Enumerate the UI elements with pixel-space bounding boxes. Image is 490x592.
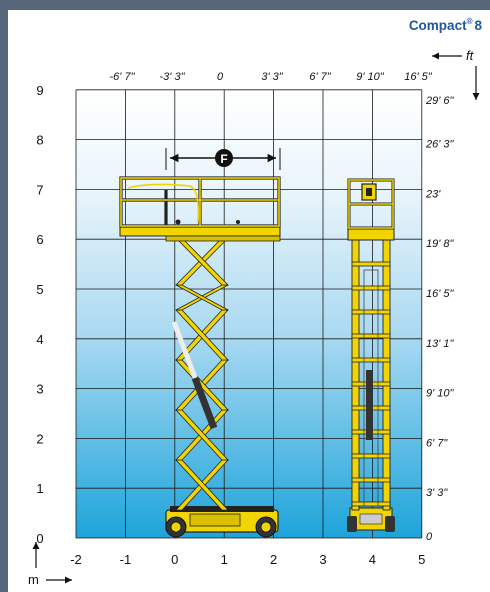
feet-right-tick-label: 9' 10" xyxy=(426,388,455,400)
y-tick-label: 4 xyxy=(36,332,43,347)
feet-right-tick-label: 0 xyxy=(426,531,433,543)
scissor-lift-front-view xyxy=(347,178,395,532)
mast-rung xyxy=(351,261,391,267)
mast-rung xyxy=(351,501,391,507)
dimension-f-label: F xyxy=(220,152,227,166)
x-tick-label: 5 xyxy=(418,552,425,567)
feet-unit-label: ft xyxy=(466,48,475,63)
y-tick-label: 1 xyxy=(36,481,43,496)
x-tick-label: 4 xyxy=(369,552,376,567)
feet-top-tick-label: 0 xyxy=(217,71,224,83)
mast-rung xyxy=(351,453,391,459)
x-tick-label: 2 xyxy=(270,552,277,567)
feet-top-ticks: -6' 7" -3' 3" 0 3' 3" 6' 7" 9' 10" 16' 5" xyxy=(110,71,433,83)
feet-top-tick-label: 9' 10" xyxy=(356,71,385,83)
feet-top-tick-label: 6' 7" xyxy=(309,71,331,83)
feet-right-tick-label: 16' 5" xyxy=(426,288,455,300)
mast-rung xyxy=(351,333,391,339)
feet-top-tick-label: 3' 3" xyxy=(261,71,283,83)
meter-y-ticks: 0 1 2 3 4 5 6 7 8 9 xyxy=(36,83,43,546)
feet-top-tick-label: -3' 3" xyxy=(160,71,186,83)
feet-right-tick-label: 6' 7" xyxy=(426,437,448,449)
feet-top-tick-label: -6' 7" xyxy=(110,71,136,83)
x-tick-label: -1 xyxy=(120,552,132,567)
meter-unit-label: m xyxy=(28,572,39,587)
mast-rung xyxy=(351,285,391,291)
y-tick-label: 6 xyxy=(36,232,43,247)
y-tick-label: 7 xyxy=(36,182,43,197)
feet-top-tick-label: 16' 5" xyxy=(404,71,433,83)
feet-right-tick-label: 3' 3" xyxy=(426,487,448,499)
feet-right-tick-label: 29' 6" xyxy=(425,95,455,107)
feet-right-tick-label: 23' xyxy=(425,188,441,200)
model-title: Compact®8 xyxy=(409,17,483,33)
x-tick-label: -2 xyxy=(70,552,82,567)
feet-right-tick-label: 19' 8" xyxy=(426,238,455,250)
y-tick-label: 2 xyxy=(36,431,43,446)
dimension-f-badge xyxy=(215,149,233,167)
y-tick-label: 8 xyxy=(36,133,43,148)
feet-right-tick-label: 13' 1" xyxy=(426,338,455,350)
y-tick-label: 5 xyxy=(36,282,43,297)
mast-rung xyxy=(351,477,391,483)
x-tick-label: 1 xyxy=(221,552,228,567)
x-tick-label: 0 xyxy=(171,552,178,567)
x-tick-label: 3 xyxy=(319,552,326,567)
mast-rung xyxy=(351,309,391,315)
y-tick-label: 9 xyxy=(36,83,43,98)
feet-right-ticks: 0 3' 3" 6' 7" 9' 10" 13' 1" 16' 5" 19' 8" 23' 26… xyxy=(425,95,455,543)
y-tick-label: 3 xyxy=(36,382,43,397)
y-tick-label: 0 xyxy=(36,531,43,546)
mast-rung xyxy=(351,357,391,363)
feet-right-tick-label: 26' 3" xyxy=(425,139,455,151)
dimension-f-indicator: F xyxy=(165,148,281,170)
meter-x-ticks: -2 -1 0 1 2 3 4 5 xyxy=(70,552,425,567)
scissor-lift-side-view xyxy=(119,176,281,538)
